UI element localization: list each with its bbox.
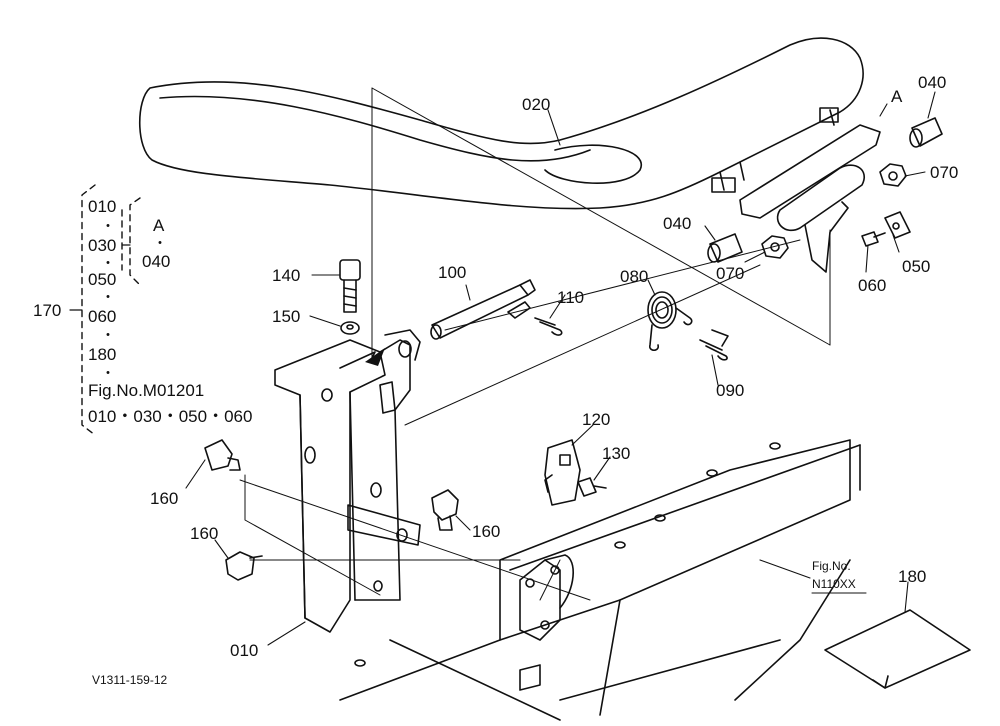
label-010: 010 [230, 641, 259, 660]
group-item-4: 060 [88, 307, 117, 326]
bracket-050-shape [884, 211, 911, 239]
label-ref-a: A [891, 87, 903, 106]
group-dot-5: ・ [101, 365, 115, 381]
group-dot-2: ・ [101, 255, 115, 271]
label-160-b: 160 [190, 524, 219, 543]
group-sub-item: 040 [142, 252, 171, 271]
nut-left [761, 235, 789, 259]
clip-shape [534, 317, 563, 336]
label-060: 060 [858, 276, 887, 295]
pin-shape [430, 279, 536, 340]
group-dot-3: ・ [101, 289, 115, 305]
bushing-left [707, 233, 743, 263]
group-item-5: 180 [88, 345, 117, 364]
label-140: 140 [272, 266, 301, 285]
bolt-160c-shape [431, 489, 459, 531]
group-item-2: 030 [88, 236, 117, 255]
label-050: 050 [902, 257, 931, 276]
group-dot-1: ・ [101, 218, 115, 234]
label-160-c: 160 [472, 522, 501, 541]
washer-150-shape [340, 321, 360, 335]
label-080: 080 [620, 267, 649, 286]
drawing-code: V1311-159-12 [92, 673, 168, 687]
label-160-a: 160 [150, 489, 179, 508]
group-fig-ref: Fig.No.M01201 [88, 381, 205, 400]
leader-lines [185, 91, 936, 646]
group-fig-ref-items: 010・030・050・060 [88, 407, 253, 426]
group-dot-4: ・ [101, 327, 115, 343]
label-090: 090 [716, 381, 745, 400]
label-110: 110 [557, 288, 585, 307]
group-item-3: 050 [88, 270, 117, 289]
label-070-left: 070 [716, 264, 745, 283]
label-150: 150 [272, 307, 301, 326]
label-040-left: 040 [663, 214, 692, 233]
label-180: 180 [898, 567, 927, 586]
seat-bracket [739, 124, 881, 273]
label-120: 120 [582, 410, 611, 429]
group-tick [69, 244, 131, 311]
switch-120-shape [544, 439, 581, 506]
clip-090-base [711, 329, 729, 347]
label-040-right: 040 [918, 73, 947, 92]
label-020: 020 [522, 95, 551, 114]
bolt-060-shape [861, 231, 886, 247]
group-id: 170 [33, 301, 62, 320]
label-070-right: 070 [930, 163, 959, 182]
bushing-right [909, 117, 943, 148]
screw-130-shape [577, 477, 607, 497]
fig-ref-line1: Fig.No. [812, 559, 851, 573]
decal-180-shape [824, 609, 971, 689]
nut-right [879, 163, 907, 187]
fig-ref-line2: N110XX [812, 577, 856, 591]
label-100: 100 [438, 263, 467, 282]
construction-lines [239, 87, 831, 601]
group-sub-label: A [153, 216, 165, 235]
bolt-140-shape [339, 259, 361, 313]
bolt-160b-shape [225, 551, 263, 581]
bolt-160a-shape [204, 439, 241, 471]
group-sub-dot: ・ [153, 235, 167, 251]
seat-shape [138, 37, 864, 210]
clip-090-shape [699, 339, 728, 361]
arrow-shape [365, 348, 385, 366]
floor-frame [339, 439, 861, 721]
label-130: 130 [602, 444, 631, 463]
group-item-1: 010 [88, 197, 117, 216]
spring-shape [647, 291, 693, 352]
main-bracket-shape [274, 329, 421, 633]
